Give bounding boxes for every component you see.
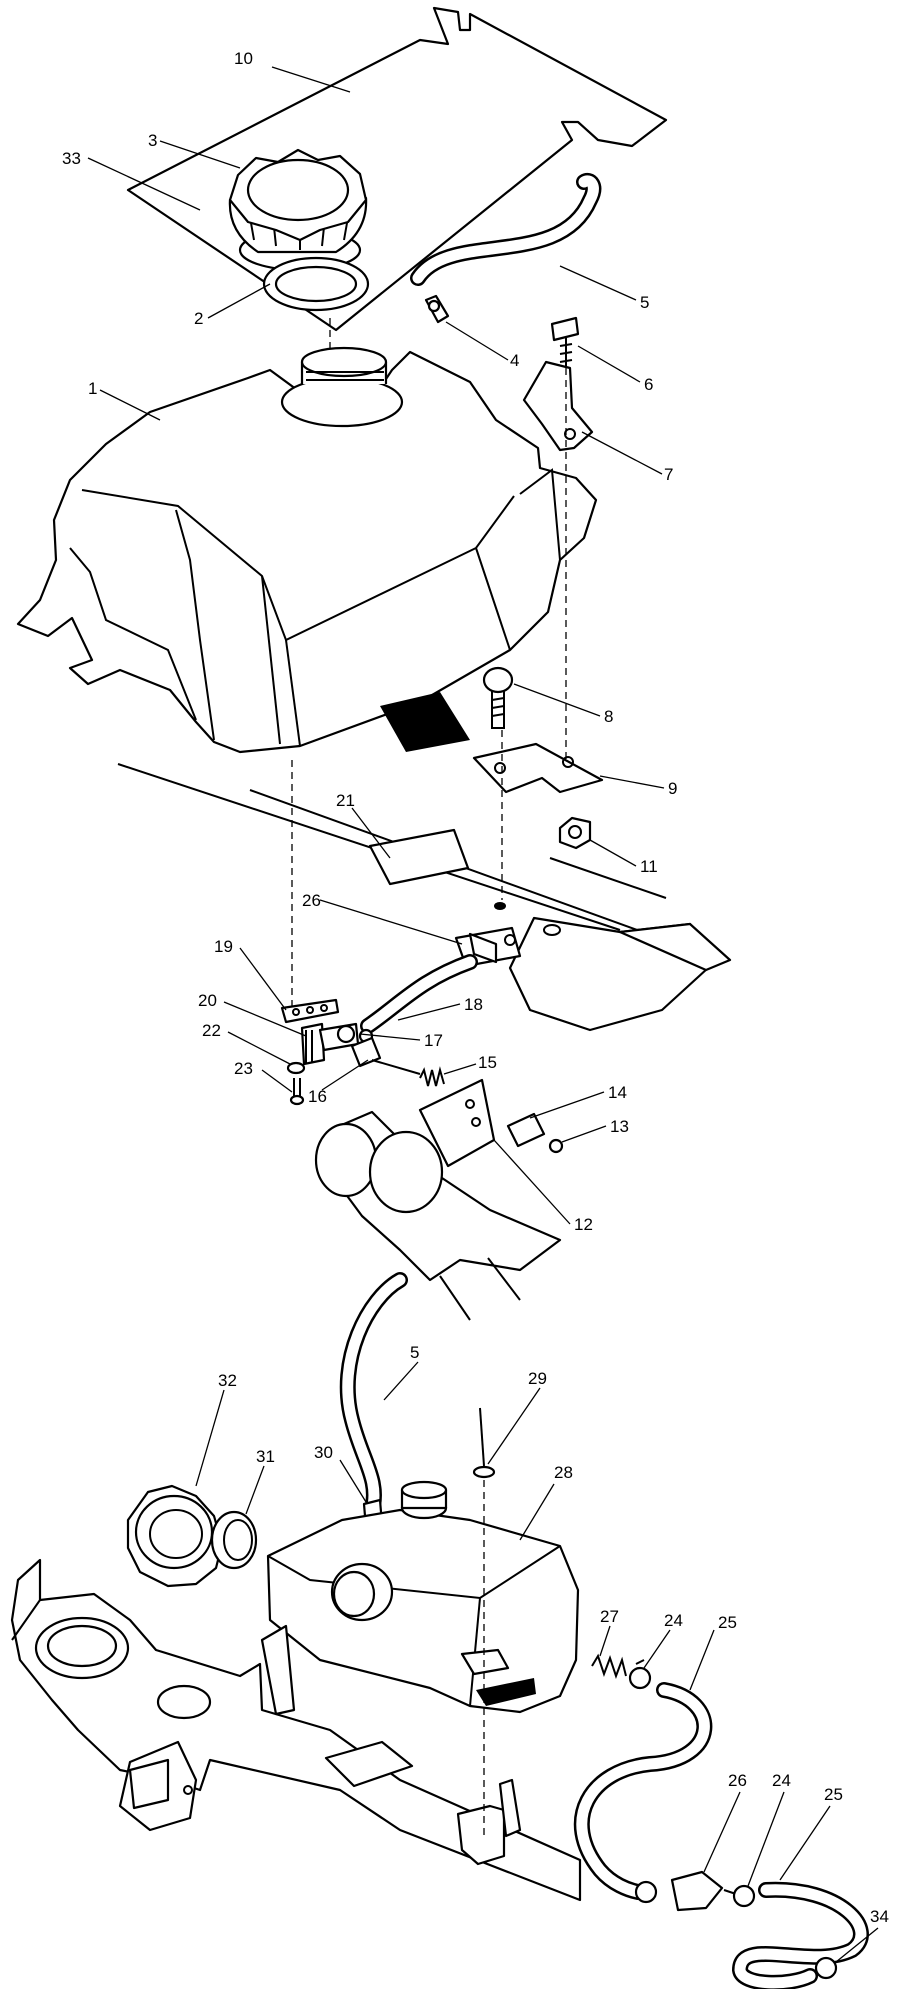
frame-rails-lower [10,1558,582,1902]
hose-clamp-34 [814,1956,838,1980]
vent-hose-lower [339,1272,408,1518]
callout-17: 17 [424,1031,443,1050]
main-fuel-tank [16,346,598,754]
spring-27 [591,1653,627,1679]
mounting-bracket-9 [472,742,604,794]
callout-25-lower: 25 [824,1785,843,1804]
fuel-cap-gasket [262,256,370,312]
vent-hose-upper [410,173,602,286]
hose-clamp-24c [732,1884,756,1908]
callout-31: 31 [256,1447,275,1466]
callout-13: 13 [610,1117,629,1136]
heat-shield-sheet [126,6,668,332]
callout-29: 29 [528,1369,547,1388]
callout-numbers: 10 3 33 5 2 4 6 1 7 8 9 21 11 26 19 18 2… [62,49,889,1926]
oil-line-25b [731,1881,869,1989]
frame-hole [494,902,506,910]
fuel-valve-lever [280,998,340,1024]
callout-6: 6 [644,375,653,394]
callout-30: 30 [314,1443,333,1462]
callout-22: 22 [202,1021,221,1040]
callout-9: 9 [668,779,677,798]
callout-26-lower: 26 [728,1771,747,1790]
callout-19: 19 [214,937,233,956]
oil-cap [126,1484,224,1588]
callout-5: 5 [640,293,649,312]
callout-18: 18 [464,995,483,1014]
callout-27: 27 [600,1607,619,1626]
dipstick-29 [472,1407,496,1479]
callout-34: 34 [870,1907,889,1926]
callout-32: 32 [218,1371,237,1390]
callout-1: 1 [88,379,97,398]
callout-7: 7 [664,465,673,484]
bolt-6 [550,316,580,366]
washer-22 [286,1061,306,1075]
nut-11 [558,816,592,850]
callout-4: 4 [510,351,519,370]
clip-14 [506,1112,546,1148]
mounting-bracket-7 [522,360,594,452]
oil-cap-gasket [210,1510,258,1570]
callout-5-lower: 5 [410,1343,419,1362]
hose-clamp-24a [628,1659,652,1690]
screw-13 [548,1138,564,1154]
spring-15 [419,1066,445,1087]
callout-25: 25 [718,1613,737,1632]
callout-10: 10 [234,49,253,68]
frame-hole [543,924,561,936]
callout-16: 16 [308,1087,327,1106]
fuel-cap [228,148,368,272]
callout-26: 26 [302,891,321,910]
air-intake-duct [314,1110,562,1321]
leader-lines [87,66,879,1963]
oil-tank [266,1480,580,1714]
callout-23: 23 [234,1059,253,1078]
callout-11: 11 [640,857,658,876]
fuel-valve-body [300,1022,374,1066]
callout-3: 3 [148,131,157,150]
frame-rails-upper [117,763,732,1032]
screw-23 [289,1078,305,1106]
callout-28: 28 [554,1463,573,1482]
callout-8: 8 [604,707,613,726]
vent-fitting [424,294,450,324]
callout-2: 2 [194,309,203,328]
valve-fitting-16 [350,1036,421,1075]
callout-20: 20 [198,991,217,1010]
callout-12: 12 [574,1215,593,1234]
callout-15: 15 [478,1053,497,1072]
inline-filter-lower [670,1870,737,1912]
decal-label [368,828,470,886]
callout-24-lower: 24 [772,1771,791,1790]
hose-clamp-24b [634,1880,658,1904]
callout-14: 14 [608,1083,627,1102]
oil-line-25a [573,1682,713,1900]
callout-21: 21 [336,791,355,810]
assembly-guide-lines [291,318,567,1840]
bolt-8 [482,666,514,729]
fuel-line-18 [360,954,478,1034]
callout-24: 24 [664,1611,683,1630]
callout-33: 33 [62,149,81,168]
